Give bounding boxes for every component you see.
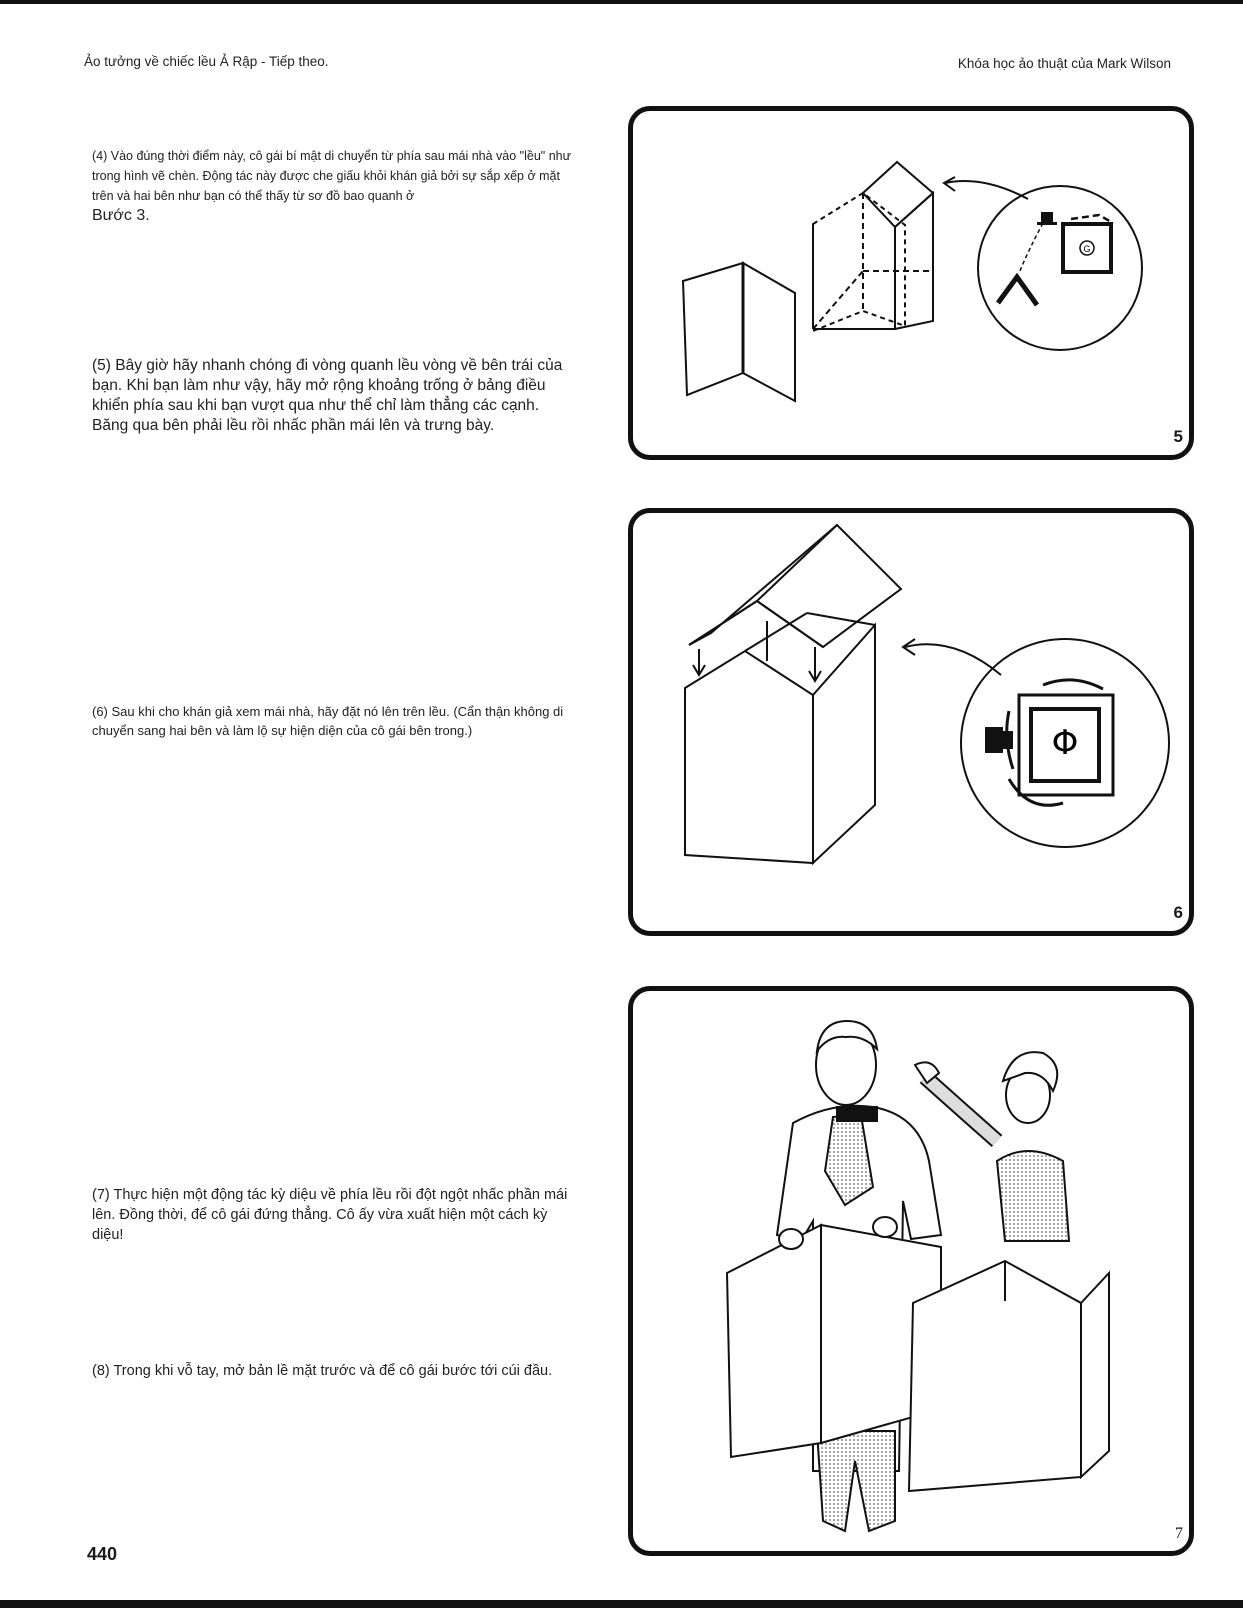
panel-7-number: 7 bbox=[1175, 1525, 1183, 1542]
running-header-left: Ảo tưởng về chiếc lều Ả Rập - Tiếp theo. bbox=[84, 54, 329, 69]
step-8-text: (8) Trong khi vỗ tay, mở bản lề mặt trướ… bbox=[92, 1363, 553, 1379]
bottom-border bbox=[0, 1600, 1243, 1608]
illustration-panel-6: Φ 6 bbox=[628, 508, 1194, 936]
illustration-panel-5: G 5 bbox=[628, 106, 1194, 460]
panel-6-number: 6 bbox=[1173, 903, 1183, 922]
illustration-panel-7: 7 bbox=[628, 986, 1194, 1556]
step-6-text: (6) Sau khi cho khán giả xem mái nhà, hã… bbox=[92, 704, 564, 738]
running-header-right: Khóa học ảo thuật của Mark Wilson bbox=[957, 56, 1171, 71]
panel-5-number: 5 bbox=[1173, 427, 1183, 446]
inset-marker-phi: Φ bbox=[1052, 723, 1079, 763]
step-5-text: (5) Bây giờ hãy nhanh chóng đi vòng quan… bbox=[92, 357, 563, 434]
step-4-text: (4) Vào đúng thời điểm này, cô gái bí mậ… bbox=[92, 146, 572, 226]
inset-marker-g: G bbox=[1083, 244, 1090, 254]
step-4-body: (4) Vào đúng thời điểm này, cô gái bí mậ… bbox=[92, 149, 571, 203]
top-border bbox=[0, 0, 1243, 4]
tent-roof-removed-illustration: G bbox=[681, 160, 1143, 403]
page-number: 440 bbox=[87, 1544, 118, 1564]
step-4-tail: Bước 3. bbox=[92, 207, 150, 224]
step-7-text: (7) Thực hiện một động tác kỳ diệu về ph… bbox=[92, 1187, 568, 1243]
girl-appears-illustration bbox=[725, 1019, 1110, 1533]
roof-placed-illustration: Φ bbox=[684, 523, 1170, 866]
